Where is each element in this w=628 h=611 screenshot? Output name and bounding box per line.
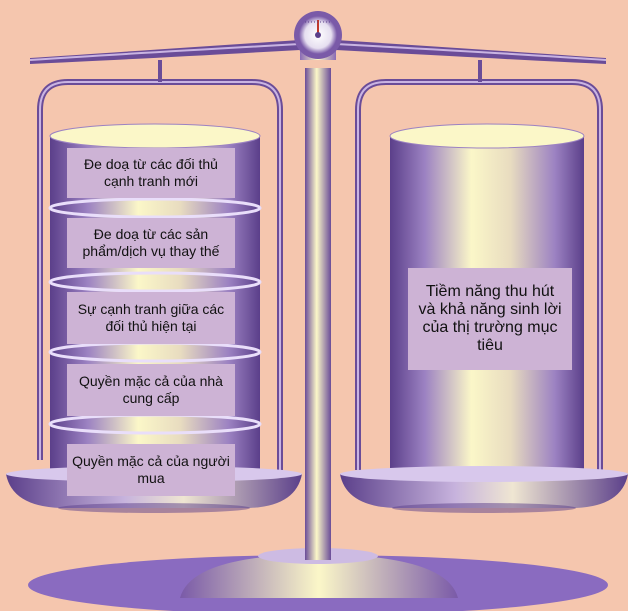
layer-text: Đe doạ từ các đối thủ cạnh tranh mới (84, 156, 218, 189)
layer-text: Quyền mặc cả của nhà cung cấp (79, 373, 223, 406)
pole (305, 68, 331, 560)
layer-label-rivalry: Sự cạnh tranh giữa các đối thủ hiện tại (67, 292, 235, 344)
layer-text: Sự cạnh tranh giữa các đối thủ hiện tại (77, 301, 225, 334)
layer-label-substitutes: Đe doạ từ các sản phẩm/dịch vụ thay thế (67, 218, 235, 268)
right-pan (340, 474, 628, 508)
market-attractiveness-label: Tiềm năng thu hút và khả năng sinh lời c… (408, 268, 572, 370)
layer-text: Đe doạ từ các sản phẩm/dịch vụ thay thế (82, 226, 220, 259)
layer-label-buyer-power: Quyền mặc cả của người mua (67, 444, 235, 496)
market-text: Tiềm năng thu hút và khả năng sinh lời c… (418, 283, 562, 354)
layer-label-supplier-power: Quyền mặc cả của nhà cung cấp (67, 364, 235, 416)
layer-text: Quyền mặc cả của người mua (72, 453, 230, 486)
stand-base (180, 555, 458, 598)
layer-label-new-entrants: Đe doạ từ các đối thủ cạnh tranh mới (67, 148, 235, 198)
